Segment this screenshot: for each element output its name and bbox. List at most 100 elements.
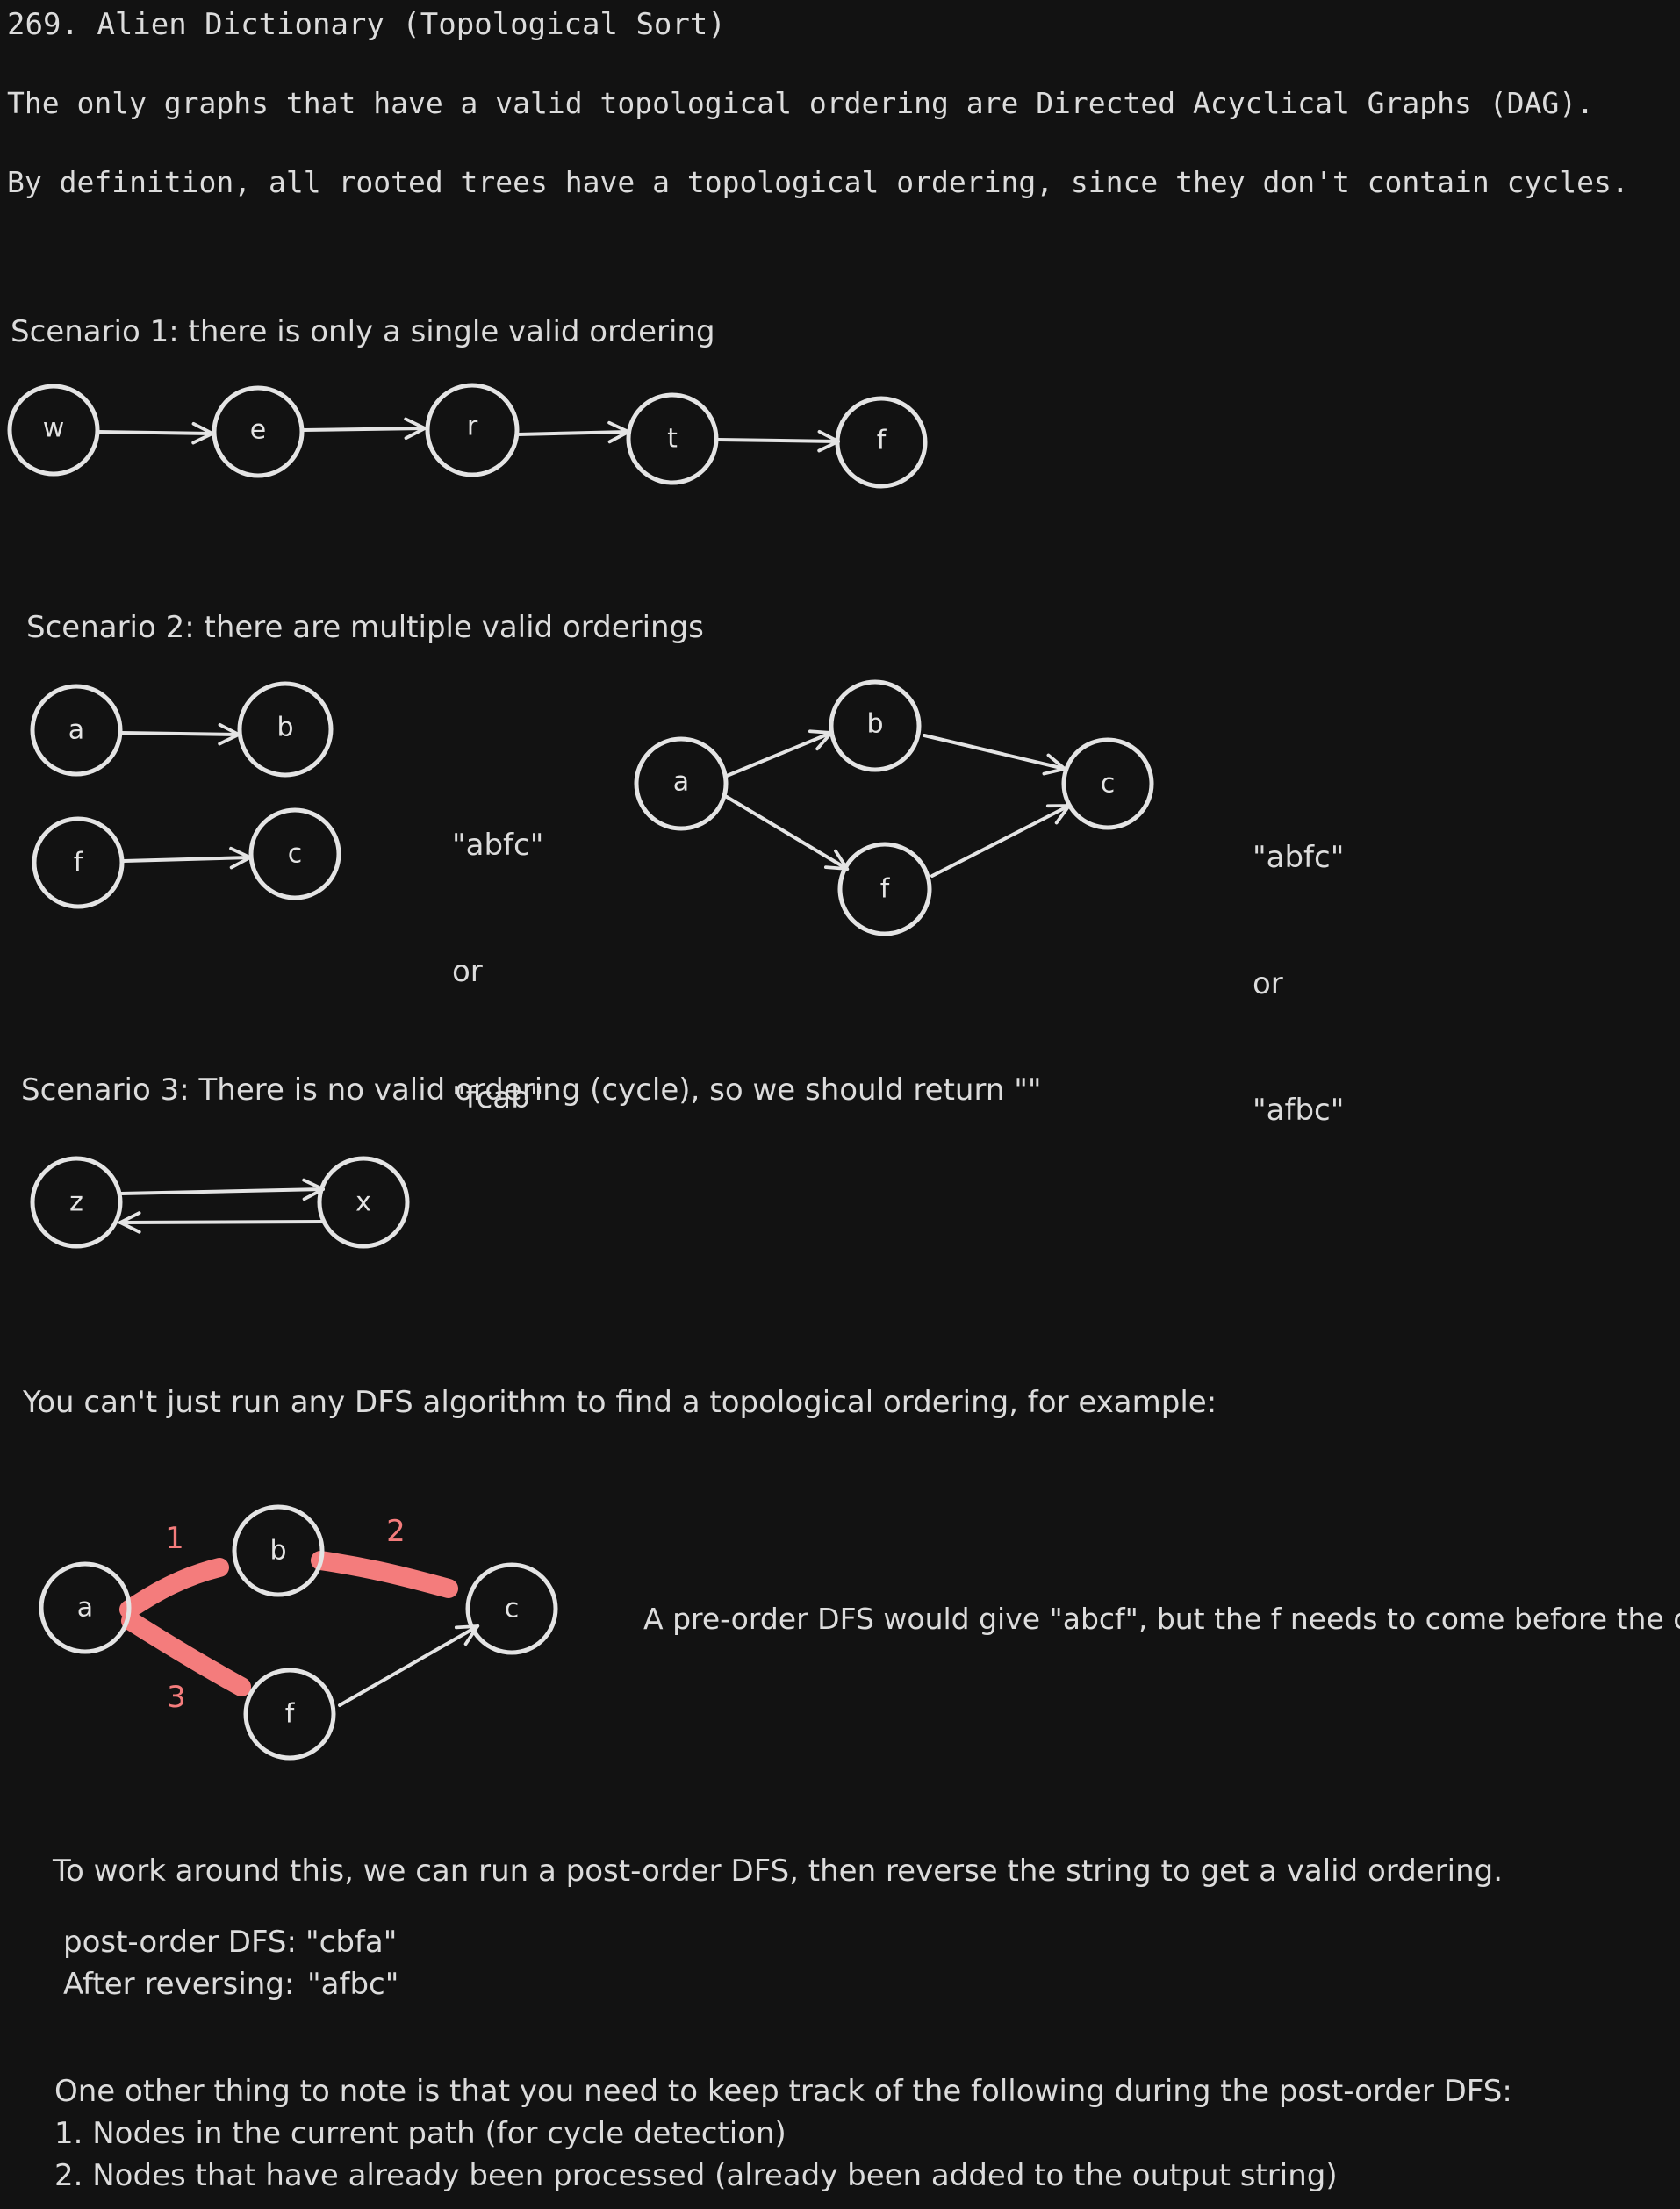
node-w-circle [7,384,100,477]
edge-f-c [122,857,250,861]
node-f: f [32,816,125,909]
dfs-node-f-label: f [285,1699,296,1730]
graph-b-node-c-circle [1061,737,1154,830]
scenario3-heading: Scenario 3: There is no valid ordering (… [21,1072,1042,1108]
node-x: x [317,1156,410,1249]
graph-b-node-b-circle [829,679,922,772]
node-a: a [634,736,729,831]
node-c: c [248,807,341,900]
edge-b-c [923,734,1065,769]
scenario2-graph-b-edges [725,733,1069,878]
scenario2-answer-b: "abfc" or "afbc" [1253,752,1344,1173]
graph-a-node-c-circle [248,807,341,900]
dfs-node-c-circle [465,1562,558,1655]
scenario1-edges [97,428,838,441]
dfs-step-3-path [121,1611,251,1696]
intro-line-2: By definition, all rooted trees have a t… [7,165,1629,199]
scenario1-heading: Scenario 1: there is only a single valid… [11,314,715,349]
scenario2-graph-b-nodes: a b f c [634,679,1154,936]
graph-b-node-a-circle [634,736,729,831]
edge-x-z [120,1222,325,1223]
node-x-label: x [355,1187,371,1218]
intro-line-1: The only graphs that have a valid topolo… [7,86,1594,120]
workaround-text: To work around this, we can run a post-o… [53,1854,1504,1889]
graph-a-node-b-circle [237,681,334,778]
node-z-label: z [69,1187,83,1218]
reversed-label: After reversing: [63,1967,295,2002]
node-x-circle [317,1156,410,1249]
node-t-label: t [667,424,678,455]
dfs-step-1-path [119,1558,229,1619]
dfs-step-3-label: 3 [167,1680,186,1715]
node-w-label: w [43,413,65,444]
edge-z-x [118,1189,323,1194]
scenario2-graph-a-nodes: a b f c [30,681,341,909]
node-z: z [30,1156,123,1249]
edge-t-f [716,440,838,441]
node-e-label: e [250,415,266,446]
graph-a-node-c-label: c [288,839,303,870]
node-b: b [237,681,334,778]
graph-b-node-c-label: c [1101,769,1116,800]
node-e-circle [212,385,305,478]
node-w: w [7,384,100,477]
graph-b-node-f-circle [837,842,932,936]
dfs-node-a-circle [39,1561,132,1654]
edge-f-c [930,804,1069,878]
notes-item-1: 1. Nodes in the current path (for cycle … [54,2116,786,2151]
scenario2-graph-a-edges [120,733,250,861]
dfs-heading: You can't just run any DFS algorithm to … [23,1385,1217,1420]
node-f: f [243,1668,336,1761]
dfs-nodes: a b f c [39,1504,558,1761]
dfs-edges [338,1626,477,1707]
dfs-step-2-label: 2 [386,1514,406,1549]
graph-a-node-b-label: b [276,713,293,743]
edge-f-c [338,1626,477,1707]
graph-b-node-b-label: b [866,709,883,740]
edge-a-f [725,795,847,869]
node-f-label: f [877,426,887,456]
dfs-step-2-path [311,1551,458,1598]
dfs-node-a-label: a [77,1593,93,1624]
node-c: c [465,1562,558,1655]
graph-a-node-a-circle [30,684,123,777]
node-f: f [835,396,928,489]
node-r: r [425,383,520,477]
node-e: e [212,385,305,478]
scenario3-nodes: z x [30,1156,410,1249]
dfs-step-1-label: 1 [165,1521,184,1556]
node-a: a [30,684,123,777]
dfs-highlights [119,1551,458,1696]
answer-b-line-1: "abfc" [1253,840,1345,875]
edge-a-b [120,733,239,735]
node-c: c [1061,737,1154,830]
scenario2-heading: Scenario 2: there are multiple valid ord… [26,610,704,645]
edge-w-e [97,432,212,434]
answer-b-line-2: or [1253,966,1283,1001]
scenario1-nodes: w e r t f [7,383,928,489]
graph-b-node-a-label: a [673,767,689,798]
dfs-note: A pre-order DFS would give "abcf", but t… [643,1602,1680,1636]
dfs-node-b-label: b [269,1536,286,1567]
edge-a-b [725,733,831,778]
post-order-label: post-order DFS: [63,1925,297,1960]
reversed-value: "afbc" [307,1967,399,2002]
node-z-circle [30,1156,123,1249]
dfs-node-b-circle [232,1504,325,1597]
edge-e-r [301,428,425,430]
node-t: t [626,392,719,485]
answer-a-line-1: "abfc" [452,828,544,863]
node-b: b [232,1504,325,1597]
page-title: 269. Alien Dictionary (Topological Sort) [7,7,726,42]
dfs-step-labels: 1 2 3 [165,1514,406,1715]
node-r-label: r [467,412,478,442]
dfs-node-f-circle [243,1668,336,1761]
node-a: a [39,1561,132,1654]
scenario2-answer-a: "abfc" or "fcab" [452,740,543,1161]
graph-b-node-f-label: f [880,874,891,905]
answer-a-line-2: or [452,954,483,989]
node-r-circle [425,383,520,477]
node-f: f [837,842,932,936]
node-t-circle [626,392,719,485]
